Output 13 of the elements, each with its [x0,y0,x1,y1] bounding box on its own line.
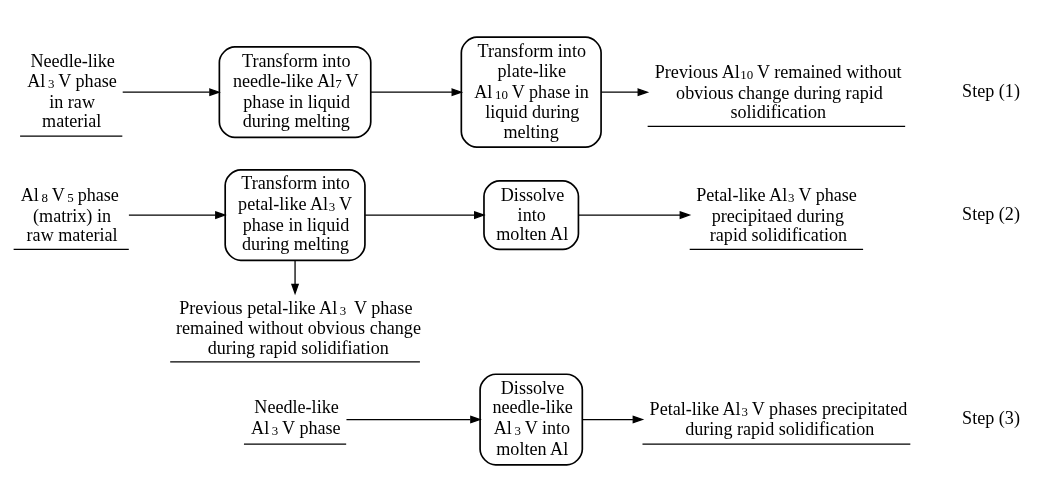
arrow [600,87,650,96]
label: Step (2) [962,203,1020,224]
arrow [582,414,645,424]
node-box: Dissolve into molten Al [483,179,580,250]
arrow [364,210,486,219]
arrow [345,414,482,424]
label: Step (1) [962,80,1020,101]
arrow [578,210,692,219]
arrow [291,259,300,295]
label: Step (3) [962,407,1020,428]
arrow [122,87,221,96]
arrow [370,87,464,96]
arrow [128,210,227,219]
